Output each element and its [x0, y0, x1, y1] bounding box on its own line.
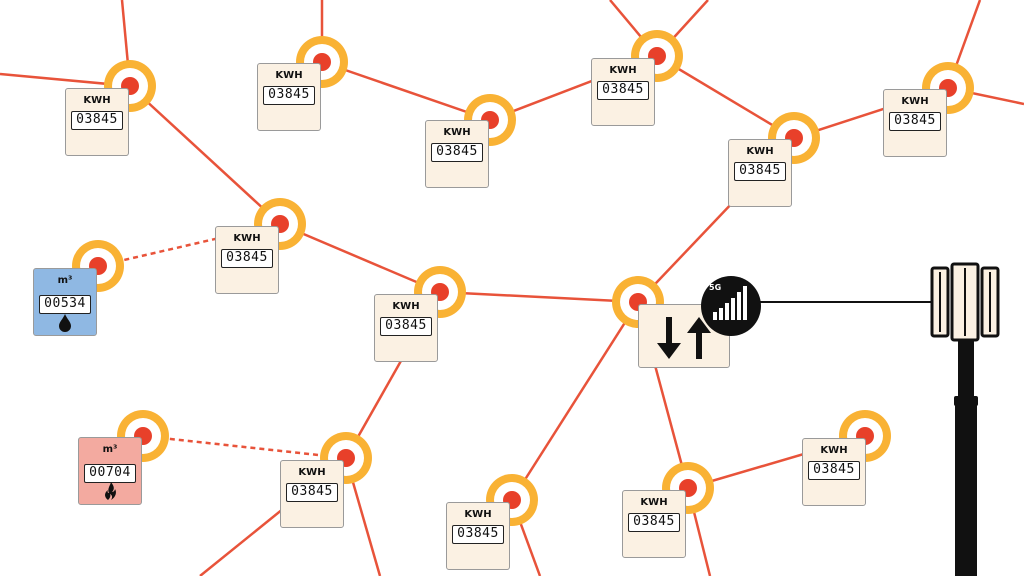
meter-reading: 03845 — [286, 483, 338, 502]
meter-reading: 03845 — [734, 162, 786, 181]
electric-meter: KWH 03845 — [591, 58, 655, 126]
signal-bars-icon — [713, 286, 747, 320]
up-down-arrows-icon — [657, 317, 711, 359]
gas-meter: m³ 00704 — [78, 437, 142, 505]
meter-unit: KWH — [464, 509, 492, 520]
meter-reading: 03845 — [263, 86, 315, 105]
electric-meter: KWH 03845 — [802, 438, 866, 506]
meter-reading: 00704 — [84, 464, 136, 483]
meter-unit: m³ — [102, 444, 118, 455]
link — [439, 290, 639, 304]
flame-icon — [105, 482, 116, 500]
meter-reading: 03845 — [221, 249, 273, 268]
meter-unit: KWH — [233, 233, 261, 244]
link — [129, 85, 281, 225]
electric-meter: KWH 03845 — [883, 89, 947, 157]
meter-unit: KWH — [640, 497, 668, 508]
link — [656, 54, 795, 140]
meter-reading: 03845 — [380, 317, 432, 336]
link-dashed — [142, 434, 347, 460]
meter-unit: KWH — [746, 146, 774, 157]
meter-reading: 03845 — [808, 461, 860, 480]
electric-meter: KWH 03845 — [65, 88, 129, 156]
link — [279, 222, 441, 294]
meter-unit: KWH — [83, 95, 111, 106]
water-drop-icon — [59, 314, 71, 332]
meter-unit: KWH — [443, 127, 471, 138]
meter-unit: KWH — [901, 96, 929, 107]
electric-meter: KWH 03845 — [728, 139, 792, 207]
electric-meter: KWH 03845 — [622, 490, 686, 558]
electric-meter: KWH 03845 — [215, 226, 279, 294]
link — [321, 60, 491, 122]
meter-reading: 03845 — [889, 112, 941, 131]
meter-unit: KWH — [298, 467, 326, 478]
electric-meter: KWH 03845 — [257, 63, 321, 131]
electric-meter: KWH 03845 — [425, 120, 489, 188]
electric-meter: KWH 03845 — [446, 502, 510, 570]
meter-reading: 03845 — [597, 81, 649, 100]
meter-unit: KWH — [275, 70, 303, 81]
meter-reading: 03845 — [431, 143, 483, 162]
meter-unit: KWH — [392, 301, 420, 312]
cell-tower-icon — [930, 262, 1000, 576]
network-badge: 5G — [701, 276, 761, 336]
meter-reading: 03845 — [71, 111, 123, 130]
network-label: 5G — [709, 283, 722, 292]
meter-unit: KWH — [609, 65, 637, 76]
electric-meter: KWH 03845 — [374, 294, 438, 362]
meter-reading: 00534 — [39, 295, 91, 314]
water-meter: m³ 00534 — [33, 268, 97, 336]
electric-meter: KWH 03845 — [280, 460, 344, 528]
meter-reading: 03845 — [628, 513, 680, 532]
link — [510, 301, 640, 501]
meter-unit: KWH — [820, 445, 848, 456]
meter-reading: 03845 — [452, 525, 504, 544]
meter-unit: m³ — [57, 275, 73, 286]
